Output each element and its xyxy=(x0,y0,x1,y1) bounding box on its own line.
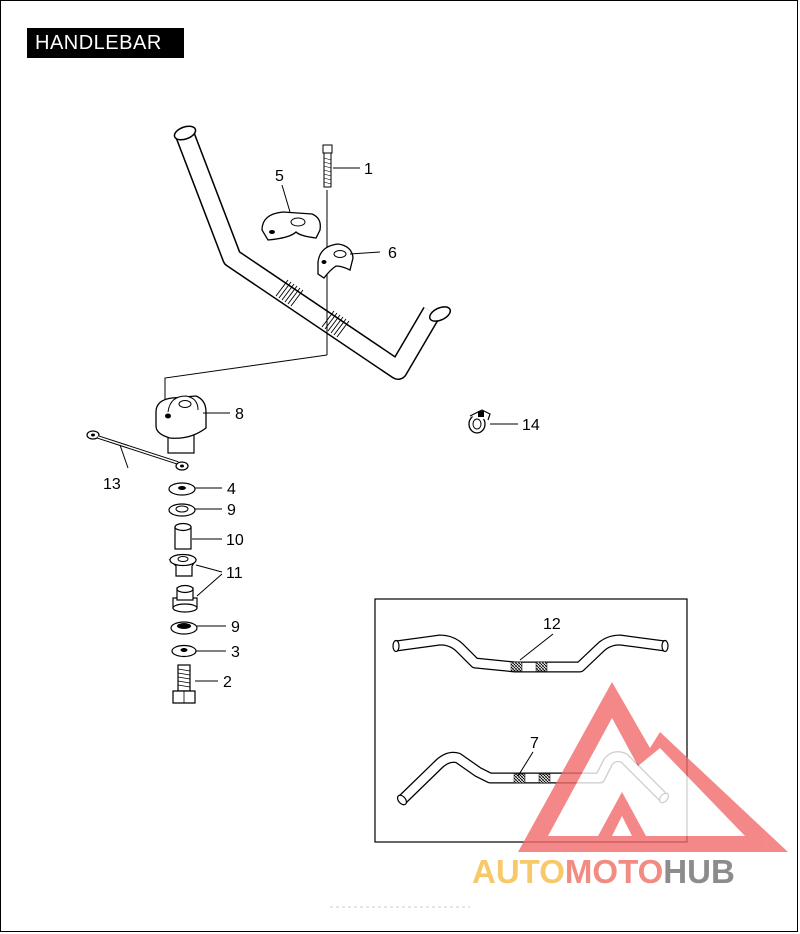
svg-text:AUTOMOTOHUB: AUTOMOTOHUB xyxy=(472,853,735,890)
callout-1: 1 xyxy=(364,161,373,178)
callout-labels: 1 5 6 8 14 13 4 9 10 11 9 3 2 12 7 xyxy=(103,161,561,752)
callout-2: 2 xyxy=(223,674,232,691)
callout-5: 5 xyxy=(275,168,284,185)
callout-6: 6 xyxy=(388,245,397,262)
callout-13: 13 xyxy=(103,476,121,493)
flat-washer xyxy=(171,644,197,658)
upper-clamp-left xyxy=(261,211,321,241)
callout-9-upper: 9 xyxy=(227,502,236,519)
watermark-logo xyxy=(518,682,788,852)
screw-part xyxy=(322,144,333,188)
cable-clip xyxy=(468,409,491,434)
main-handlebar xyxy=(173,125,452,380)
knurl-band xyxy=(275,279,304,307)
cup-washer-lower xyxy=(170,621,198,635)
watermark-moto: MOTO xyxy=(565,853,663,890)
callout-3: 3 xyxy=(231,644,240,661)
watermark-hub: HUB xyxy=(663,853,735,890)
knurl-band xyxy=(321,310,350,338)
callout-4: 4 xyxy=(227,481,236,498)
callout-7: 7 xyxy=(530,735,539,752)
callout-10: 10 xyxy=(226,532,244,549)
bushing-lower xyxy=(172,584,198,613)
callout-leaders xyxy=(119,167,554,777)
page-title: HANDLEBAR xyxy=(27,28,184,58)
watermark-auto: AUTO xyxy=(472,853,565,890)
bushing-upper xyxy=(168,553,198,577)
callout-8: 8 xyxy=(235,406,244,423)
callout-11: 11 xyxy=(226,565,243,582)
cup-washer-upper xyxy=(168,503,196,517)
callout-14: 14 xyxy=(522,417,540,434)
callout-12: 12 xyxy=(543,616,561,633)
spacer-part xyxy=(174,522,192,550)
upper-clamp-right xyxy=(317,243,354,279)
callout-9-lower: 9 xyxy=(231,619,240,636)
riser-part xyxy=(155,395,207,454)
watermark-text: AUTOMOTOHUB xyxy=(472,853,735,890)
washer-part xyxy=(168,482,196,496)
ground-strap xyxy=(86,430,189,471)
handlebar-option-12 xyxy=(392,634,669,673)
bolt-part xyxy=(172,664,196,704)
